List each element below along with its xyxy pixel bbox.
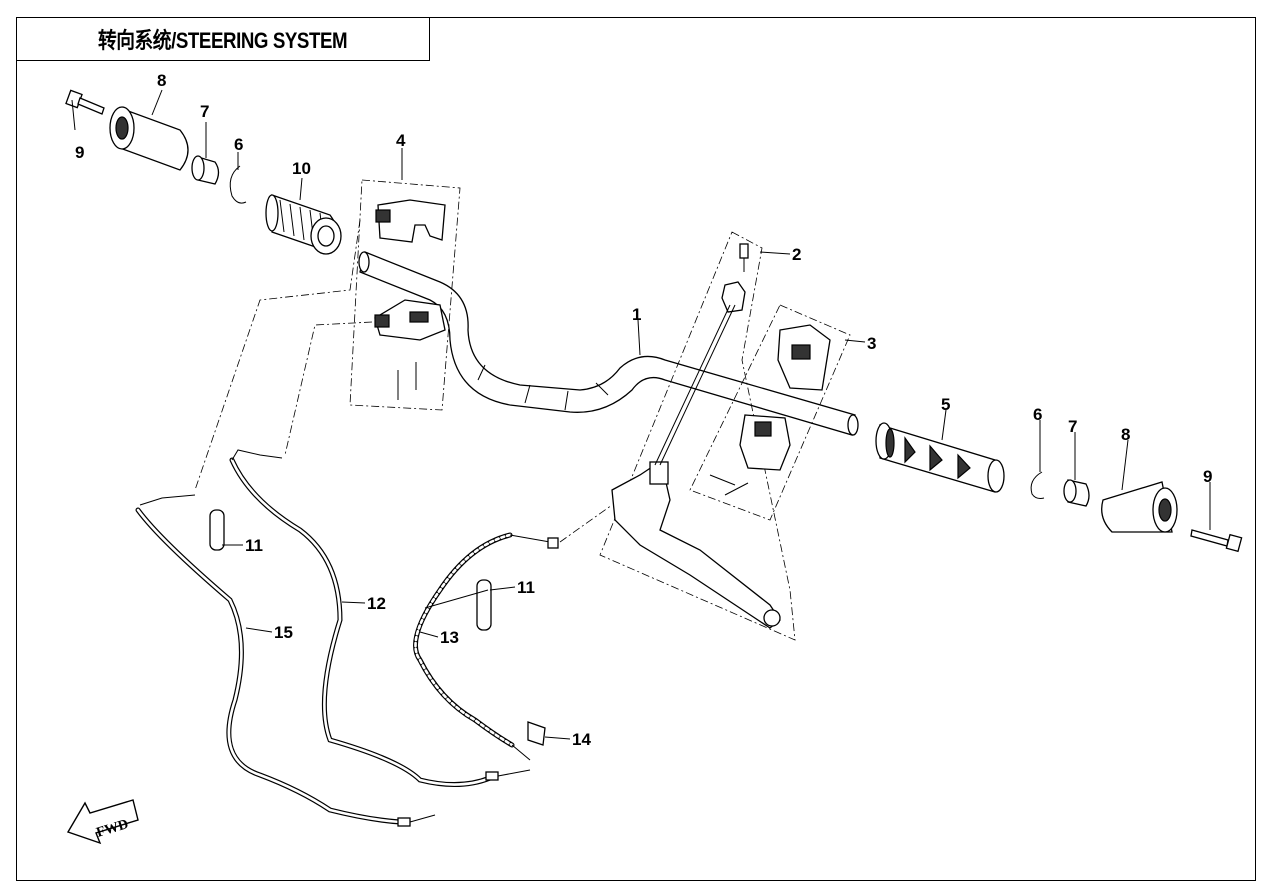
page-title: 转向系统/STEERING SYSTEM	[97, 27, 348, 53]
right-grip	[875, 422, 1005, 493]
throttle-cable-15	[135, 494, 436, 827]
callout-10: 10	[292, 159, 311, 178]
callout-14: 14	[572, 730, 591, 749]
cable-clip-left	[209, 509, 225, 551]
right-switch-housing	[689, 304, 851, 521]
left-bushing	[191, 155, 220, 185]
callout-7-right: 7	[1068, 417, 1077, 436]
callout-leaders	[71, 89, 1211, 740]
ref-line-lever	[559, 504, 613, 543]
callout-15: 15	[274, 623, 293, 642]
callout-2: 2	[792, 245, 801, 264]
title-box: 转向系统/STEERING SYSTEM	[16, 17, 430, 61]
cable-guide-14	[527, 721, 546, 746]
callout-9-right: 9	[1203, 467, 1212, 486]
handlebar	[358, 251, 859, 436]
right-bar-end-bolt	[1190, 529, 1243, 553]
callout-4: 4	[396, 131, 406, 150]
ref-line-left-2	[284, 321, 373, 456]
callout-11-left: 11	[245, 536, 263, 555]
callout-8-right: 8	[1121, 425, 1130, 444]
throttle-grip	[265, 194, 342, 255]
right-bushing	[1063, 479, 1090, 507]
callout-13: 13	[440, 628, 459, 647]
callout-8-left: 8	[157, 71, 166, 90]
callout-7-left: 7	[200, 102, 209, 121]
fwd-arrow: FWD	[66, 799, 139, 845]
right-bar-end-weight	[1101, 481, 1178, 533]
ref-line-left-1	[194, 219, 361, 491]
callout-6-left: 6	[234, 135, 243, 154]
throttle-cable-12	[229, 449, 531, 788]
callout-3: 3	[867, 334, 876, 353]
left-switch-housing	[349, 179, 461, 411]
diagram-frame	[16, 17, 1256, 881]
callout-12: 12	[367, 594, 386, 613]
left-circlip	[229, 165, 247, 204]
callout-11-right: 11	[517, 578, 535, 597]
callout-9-left: 9	[75, 143, 84, 162]
clutch-cable-13	[413, 532, 559, 761]
clutch-lever-assembly	[599, 231, 796, 641]
callout-5: 5	[941, 395, 950, 414]
callout-1: 1	[632, 305, 641, 324]
left-bar-end-bolt	[65, 89, 105, 115]
cable-clip-right	[476, 579, 492, 631]
callout-6-right: 6	[1033, 405, 1042, 424]
right-circlip	[1030, 471, 1045, 499]
left-bar-end-weight	[109, 106, 189, 171]
